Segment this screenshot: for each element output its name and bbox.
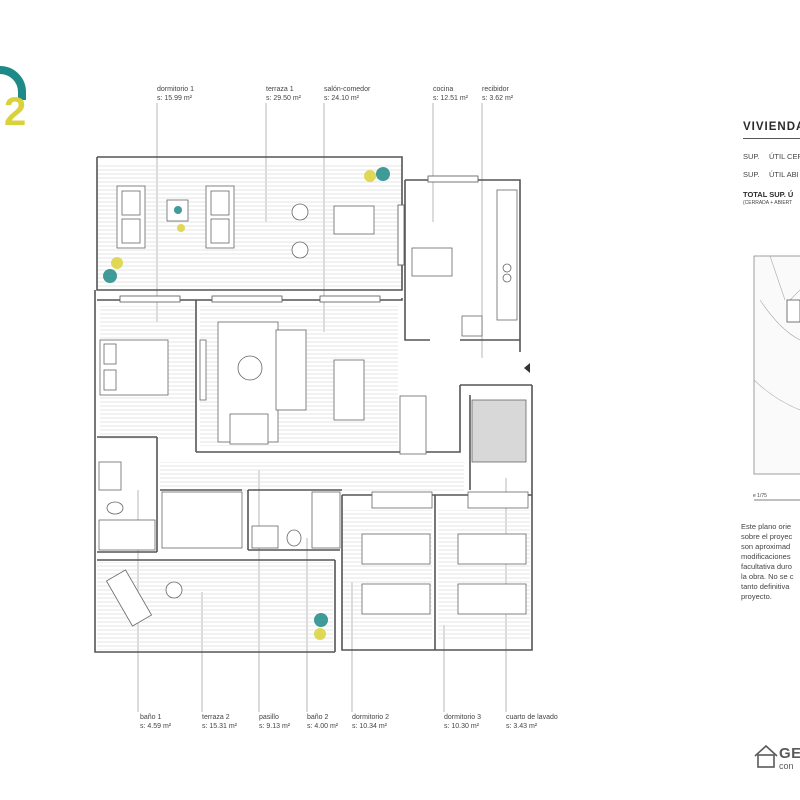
- laundry-unit: [471, 399, 527, 463]
- windows: [119, 175, 479, 303]
- bano-1-fixtures: [98, 461, 156, 551]
- location-map: [753, 255, 800, 501]
- dormitorio-2-floor: [342, 510, 432, 640]
- terrace-1-furniture: [116, 185, 375, 259]
- bed-1: [99, 339, 169, 396]
- beds-2-3: [361, 533, 527, 615]
- logo-text: GE: [779, 745, 800, 762]
- map-scale: e 1/75: [753, 493, 767, 499]
- wardrobes: [161, 491, 529, 549]
- badge-arc: [0, 66, 26, 100]
- total-surface-label: TOTAL SUP. Ú: [743, 190, 794, 199]
- entrance-arrow-icon: [524, 363, 530, 373]
- logo-sub: con: [779, 761, 794, 771]
- bano-2-fixtures: [251, 491, 341, 549]
- disclaimer-note: Este plano orie sobre el proyec son apro…: [741, 522, 794, 601]
- surface-row-closed: SUP.ÚTIL CER: [743, 152, 800, 161]
- terrace-2-furniture: [105, 569, 183, 627]
- sheet-title: VIVIENDA: [743, 121, 800, 133]
- total-surface-sub: (CERRADA + ABIERT: [743, 200, 793, 206]
- unit-number: 2: [4, 90, 27, 134]
- kitchen-furniture: [411, 189, 518, 337]
- house-icon: [754, 744, 778, 768]
- pasillo-floor: [160, 462, 464, 492]
- dormitorio-3-floor: [438, 510, 530, 640]
- plants: [103, 167, 390, 640]
- title-divider: [743, 138, 800, 139]
- living-furniture: [199, 321, 427, 455]
- surface-row-open: SUP.ÚTIL ABI: [743, 170, 799, 179]
- unit-badge: [0, 66, 26, 100]
